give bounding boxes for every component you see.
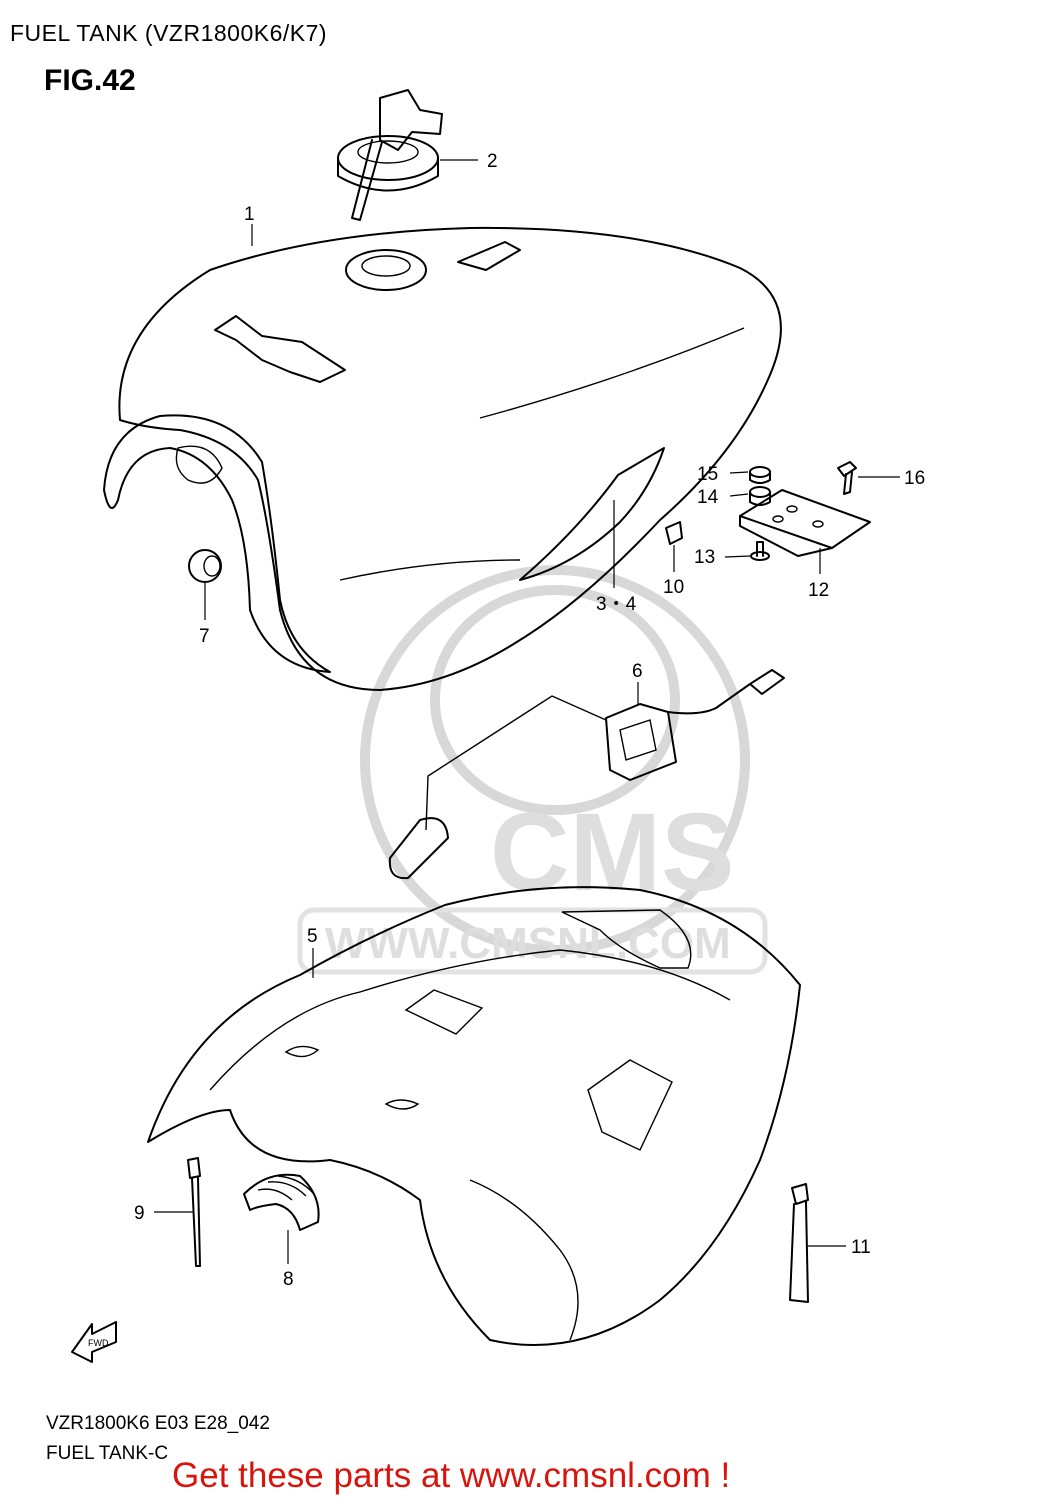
callout-11: 11 [851, 1237, 871, 1258]
callout-7: 7 [199, 626, 210, 647]
diagram-name: FUEL TANK-C [46, 1443, 169, 1464]
callout-5: 5 [307, 926, 318, 947]
bolt-part [837, 461, 857, 495]
cta-link[interactable]: Get these parts at www.cmsnl.com ! [172, 1456, 731, 1495]
fuel-cap-part [337, 89, 443, 221]
fuel-tank-part [103, 226, 782, 691]
callout-9: 9 [134, 1203, 145, 1224]
diagram-code: VZR1800K6 E03 E28_042 [46, 1413, 270, 1434]
callout-10: 10 [663, 577, 684, 598]
collar-part [749, 466, 771, 484]
heat-shield-part [147, 886, 801, 1346]
cushion-part [749, 486, 771, 506]
bracket-part [739, 489, 871, 557]
strap-part [789, 1183, 809, 1303]
grommet-part [188, 549, 222, 583]
fuel-level-gauge-part [388, 669, 785, 880]
callout-16: 16 [904, 468, 925, 489]
callout-6: 6 [632, 661, 643, 682]
cable-tie-part [187, 1157, 201, 1267]
callout-8: 8 [283, 1269, 294, 1290]
fwd-label: FWD [88, 1338, 109, 1348]
screw-part [750, 541, 770, 561]
page-title: FUEL TANK (VZR1800K6/K7) [10, 20, 328, 46]
damper-part [665, 521, 683, 545]
callout-13: 13 [694, 547, 715, 568]
clamp-part [243, 1173, 320, 1231]
callout-12: 12 [808, 580, 829, 601]
callout-15: 15 [697, 464, 718, 485]
watermark-logo: CMS [490, 791, 734, 914]
watermark-url: WWW.CMSNL.COM [325, 919, 731, 968]
callout-2: 2 [487, 151, 498, 172]
cms-watermark: CMS WWW.CMSNL.COM [297, 565, 768, 975]
forward-direction-arrow-icon: FWD [71, 1321, 117, 1363]
callouts: 1 2 3・4 5 6 7 8 9 10 11 12 13 14 15 16 [134, 151, 925, 1290]
callout-14: 14 [697, 487, 719, 508]
callout-3-4: 3・4 [596, 594, 637, 615]
figure-label: FIG.42 [44, 64, 136, 97]
callout-1: 1 [244, 204, 255, 225]
